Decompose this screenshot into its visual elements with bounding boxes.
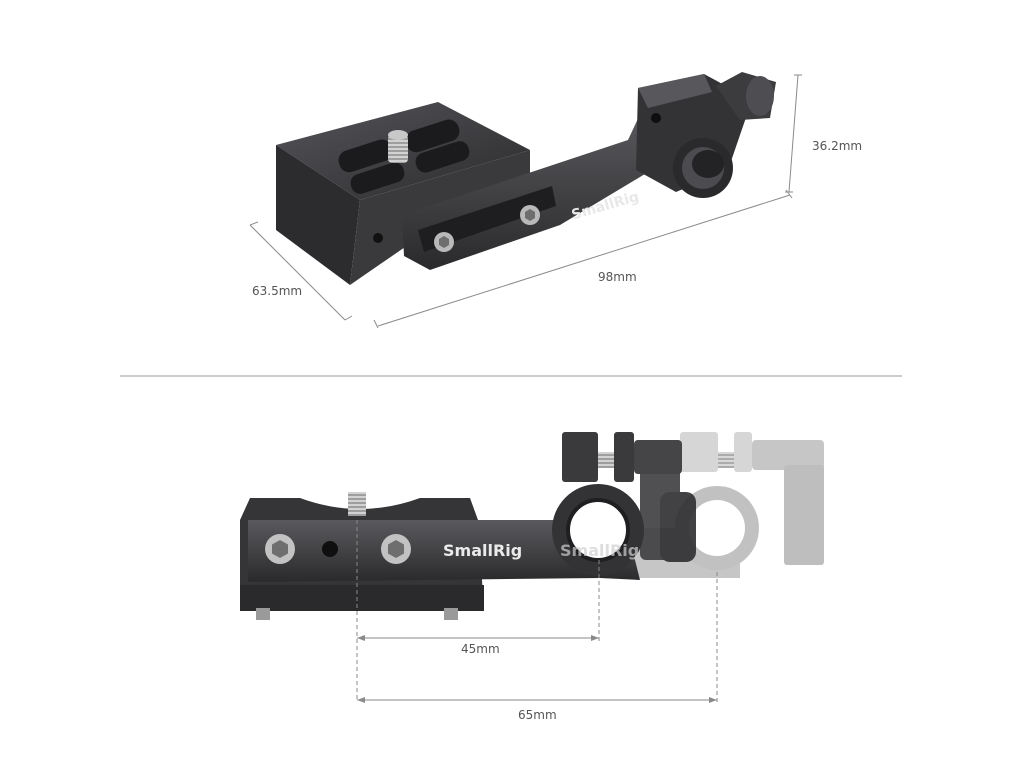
side-extension-arm bbox=[248, 520, 640, 582]
dimension-length-label: 98mm bbox=[598, 270, 637, 284]
brand-logo-ghost: SmallRig bbox=[560, 541, 639, 560]
plate-front-face bbox=[276, 145, 360, 285]
knob-icon bbox=[716, 72, 776, 120]
plate-slots bbox=[338, 119, 470, 194]
arm-channel bbox=[418, 186, 556, 252]
dimension-offset-long-label: 65mm bbox=[518, 708, 557, 722]
dimension-offset-short-label: 45mm bbox=[461, 642, 500, 656]
side-port-icon bbox=[322, 541, 338, 557]
side-rod-clamp bbox=[552, 432, 682, 576]
bottom-dimension-lines bbox=[356, 520, 718, 703]
side-port-icon bbox=[373, 233, 383, 243]
dimension-width-label: 63.5mm bbox=[252, 284, 302, 298]
top-product-view: SmallRig bbox=[276, 72, 776, 285]
dimension-height-label: 36.2mm bbox=[812, 139, 862, 153]
hex-bolt-icon bbox=[265, 534, 295, 564]
brand-logo-side: SmallRig bbox=[443, 541, 522, 560]
rod-clamp bbox=[636, 74, 752, 198]
camera-screw-icon bbox=[348, 492, 366, 516]
side-plate-base bbox=[240, 585, 484, 611]
camera-screw-icon bbox=[388, 130, 408, 163]
top-dimension-lines bbox=[249, 74, 802, 329]
hex-bolt-icon bbox=[520, 205, 540, 225]
side-product-view: SmallRig SmallRig bbox=[240, 432, 824, 620]
hex-bolt-icon bbox=[434, 232, 454, 252]
hex-bolt-icon bbox=[381, 534, 411, 564]
